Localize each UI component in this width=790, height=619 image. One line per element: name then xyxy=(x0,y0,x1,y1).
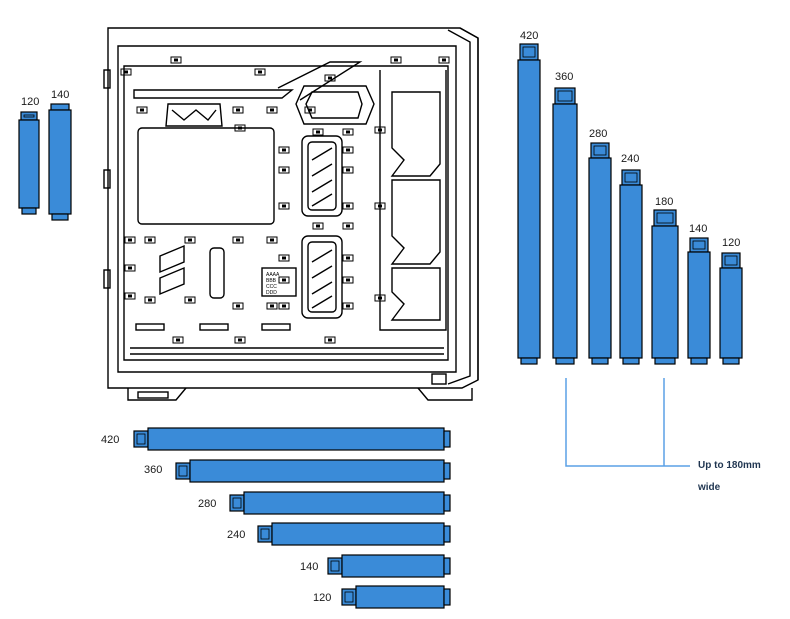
standoff-mark xyxy=(312,128,324,136)
standoff-mark xyxy=(342,202,354,210)
vertical-label: 420 xyxy=(520,30,539,42)
side-radiators xyxy=(18,103,72,221)
standoff-mark xyxy=(266,236,278,244)
vertical-radiator xyxy=(651,209,679,365)
standoff-mark xyxy=(234,124,246,132)
vertical-label: 180 xyxy=(655,196,674,208)
side-label-140: 140 xyxy=(51,89,70,101)
vertical-radiators xyxy=(517,43,743,365)
horizontal-radiators xyxy=(133,427,451,609)
standoff-mark xyxy=(342,276,354,284)
vertical-radiator xyxy=(588,142,612,365)
vertical-label: 280 xyxy=(589,128,608,140)
standoff-mark xyxy=(374,126,386,134)
standoff-mark xyxy=(136,106,148,114)
case-panel-text-line: BBB xyxy=(266,278,277,284)
standoff-mark xyxy=(374,202,386,210)
standoff-mark xyxy=(184,236,196,244)
standoff-mark xyxy=(278,302,290,310)
side-radiator xyxy=(48,103,72,221)
vertical-radiator xyxy=(719,252,743,365)
horizontal-radiator xyxy=(133,427,451,451)
standoff-mark xyxy=(390,56,402,64)
horizontal-label: 360 xyxy=(144,464,163,476)
vertical-label: 360 xyxy=(555,71,574,83)
standoff-mark xyxy=(374,294,386,302)
horizontal-radiator xyxy=(257,522,451,546)
vertical-radiator xyxy=(619,169,643,365)
standoff-mark xyxy=(312,222,324,230)
standoff-mark xyxy=(144,296,156,304)
standoff-mark xyxy=(342,222,354,230)
width-bracket xyxy=(565,378,690,467)
standoff-mark xyxy=(266,106,278,114)
horizontal-label: 280 xyxy=(198,498,217,510)
standoff-mark xyxy=(234,336,246,344)
width-note-line1: Up to 180mm xyxy=(698,460,761,471)
standoff-mark xyxy=(342,128,354,136)
standoff-mark xyxy=(324,336,336,344)
pc-case-outline xyxy=(103,27,479,401)
standoff-mark xyxy=(342,254,354,262)
horizontal-label: 140 xyxy=(300,561,319,573)
standoff-mark xyxy=(170,56,182,64)
standoff-mark xyxy=(278,146,290,154)
standoff-mark xyxy=(144,236,156,244)
horizontal-label: 420 xyxy=(101,434,120,446)
standoff-mark xyxy=(172,336,184,344)
standoff-mark xyxy=(278,276,290,284)
standoff-mark xyxy=(124,292,136,300)
standoff-mark xyxy=(232,236,244,244)
standoff-mark xyxy=(254,68,266,76)
side-label-120: 120 xyxy=(21,96,40,108)
vertical-radiator xyxy=(552,87,578,365)
standoff-mark xyxy=(342,166,354,174)
case-panel-text-line: DDD xyxy=(266,290,277,296)
standoff-mark xyxy=(324,74,336,82)
horizontal-radiator xyxy=(327,554,451,578)
width-note-line2: wide xyxy=(698,482,721,493)
standoff-mark xyxy=(120,68,132,76)
standoff-mark xyxy=(232,106,244,114)
side-radiator xyxy=(18,111,40,215)
standoff-mark xyxy=(342,302,354,310)
horizontal-label: 120 xyxy=(313,592,332,604)
standoff-mark xyxy=(184,296,196,304)
horizontal-radiator xyxy=(229,491,451,515)
standoff-mark xyxy=(278,166,290,174)
horizontal-radiator xyxy=(175,459,451,483)
vertical-radiator xyxy=(517,43,541,365)
case-panel-text-line: AAAA xyxy=(266,272,280,278)
standoff-mark xyxy=(124,236,136,244)
standoff-mark xyxy=(342,146,354,154)
standoff-mark xyxy=(438,56,450,64)
vertical-radiator xyxy=(687,237,711,365)
case-panel-text-line: CCC xyxy=(266,284,277,290)
standoff-mark xyxy=(266,302,278,310)
standoff-mark xyxy=(304,106,316,114)
horizontal-radiator xyxy=(341,585,451,609)
horizontal-label: 240 xyxy=(227,529,246,541)
vertical-label: 120 xyxy=(722,237,741,249)
standoff-mark xyxy=(278,254,290,262)
vertical-label: 140 xyxy=(689,223,708,235)
standoff-mark xyxy=(124,264,136,272)
standoff-mark xyxy=(232,302,244,310)
standoff-mark xyxy=(278,202,290,210)
case-standoffs xyxy=(120,56,450,344)
vertical-label: 240 xyxy=(621,153,640,165)
